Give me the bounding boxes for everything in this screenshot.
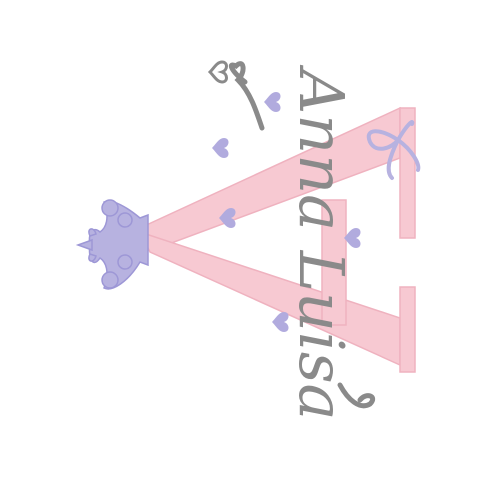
heart-icon [212, 138, 229, 158]
crown-jewel-bottom [101, 271, 119, 289]
crown-jewel-top [101, 199, 119, 217]
letter-leg-top [138, 106, 401, 249]
bow-icon [366, 120, 421, 180]
script-swash-top [228, 61, 265, 131]
hearts-group [207, 60, 361, 332]
heart-icon [219, 208, 236, 228]
monogram-letter-a [138, 106, 416, 373]
crown-jewel-lower [117, 254, 133, 270]
letter-serif-top [399, 107, 416, 239]
crown-fleur-de-lis [75, 228, 97, 262]
letter-crossbar [321, 199, 347, 326]
heart-icon [272, 312, 289, 332]
heart-icon [264, 92, 281, 112]
letter-leg-bottom [138, 230, 401, 367]
heart-icon [344, 228, 361, 248]
crown-body [88, 200, 149, 290]
crown-jewel-upper [117, 212, 133, 228]
script-swash-bottom [337, 382, 376, 409]
script-name: Anna Luisa [228, 61, 376, 421]
heart-icon [207, 60, 228, 84]
script-name-text: Anna Luisa [285, 64, 358, 420]
letter-serif-bottom [399, 286, 416, 373]
crown-icon [75, 199, 149, 290]
